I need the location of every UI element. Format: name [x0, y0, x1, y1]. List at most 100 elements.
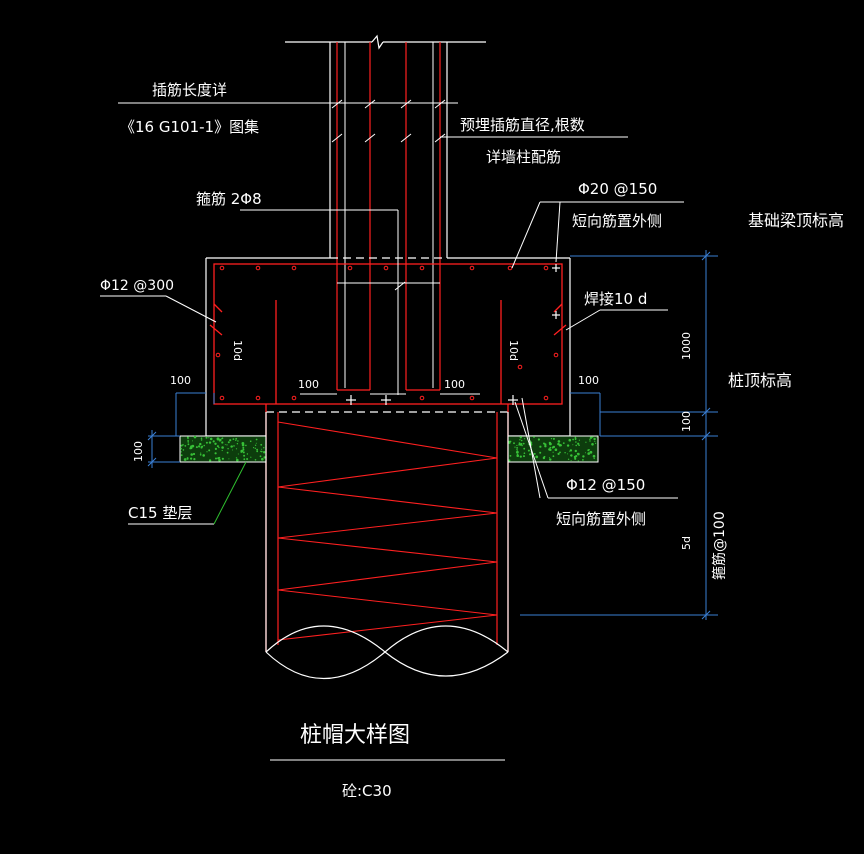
- cushion-speckle: [523, 455, 525, 458]
- cushion-speckle: [261, 450, 263, 453]
- cushion-speckle: [535, 455, 539, 459]
- leaders-white: [100, 102, 684, 761]
- cushion-speckle: [574, 457, 577, 460]
- cushion-speckle: [539, 445, 542, 448]
- drawing-subtitle: 砼:C30: [342, 782, 392, 800]
- cushion-speckle: [221, 457, 224, 460]
- cushion-speckle: [537, 438, 541, 441]
- cushion-speckle: [201, 445, 204, 448]
- cushion-speckle: [577, 442, 580, 445]
- cushion-speckle: [242, 451, 245, 454]
- label-bottom-bar-2: 短向筋置外侧: [556, 510, 646, 528]
- cushion-speckle: [520, 443, 523, 446]
- dim-cushion-thk: 100: [132, 441, 145, 462]
- cushion-speckle: [516, 454, 519, 458]
- cushion-speckle: [574, 438, 577, 441]
- cushion-speckle: [567, 453, 569, 455]
- dimensions: [147, 250, 718, 620]
- cushion-speckle: [206, 451, 208, 453]
- cushion-speckle: [552, 455, 555, 458]
- cushion-speckle: [235, 457, 238, 459]
- cushion-speckle: [569, 449, 573, 452]
- cushion-speckle: [254, 444, 257, 446]
- cushion-speckle: [190, 453, 193, 456]
- label-beam-top: 基础梁顶标高: [748, 211, 844, 230]
- rebar-dots: [215, 265, 559, 401]
- cushion-speckle: [520, 439, 523, 442]
- cushion-speckle: [221, 437, 223, 440]
- cushion-speckle: [227, 441, 230, 444]
- cushion-speckle: [591, 436, 594, 438]
- cushion-speckle: [218, 458, 221, 462]
- leader-green: [213, 461, 247, 525]
- cushion-speckle: [552, 451, 554, 453]
- cushion-speckle: [240, 449, 244, 453]
- cushion-speckle: [221, 449, 223, 452]
- cushion-speckle: [559, 451, 561, 454]
- label-spiral: 箍筋@100: [711, 511, 728, 580]
- cushion-speckle: [552, 437, 555, 440]
- cushion-speckle: [199, 454, 202, 456]
- cushion-speckle: [543, 455, 546, 458]
- cushion-speckle: [231, 445, 233, 447]
- cushion-speckle: [216, 437, 220, 441]
- cushion-speckle: [575, 441, 577, 443]
- cushion-speckle: [529, 453, 532, 456]
- cushion-speckle: [202, 454, 205, 457]
- cushion-speckle: [568, 450, 570, 452]
- cushion-speckle: [200, 439, 203, 441]
- cushion-speckle: [226, 451, 229, 454]
- cushion-speckle: [208, 441, 212, 444]
- cushion-speckle: [574, 449, 577, 453]
- cushion-speckle: [180, 454, 183, 457]
- cushion-speckle: [578, 444, 580, 447]
- cushion-speckle: [570, 460, 572, 461]
- dim-inner-left: 100: [298, 378, 319, 391]
- cushion-speckle: [575, 444, 577, 447]
- cushion-speckle: [229, 439, 232, 442]
- cushion-speckle: [261, 448, 263, 450]
- cushion-speckle: [513, 442, 515, 445]
- cushion-speckle: [591, 443, 594, 446]
- label-side-bar: Φ12 @300: [100, 278, 174, 294]
- cushion-speckle: [516, 448, 518, 450]
- cushion-layer: [179, 435, 599, 463]
- cushion-speckle: [574, 436, 577, 439]
- pile: [265, 412, 509, 679]
- cross-marks: [346, 264, 560, 405]
- label-stirrup: 箍筋 2Φ8: [196, 190, 262, 208]
- cushion-speckle: [595, 442, 597, 444]
- cushion-speckle: [259, 455, 262, 458]
- cushion-speckle: [568, 438, 572, 442]
- cushion-speckle: [587, 452, 590, 455]
- dim-anchor-left: 10d: [231, 340, 244, 361]
- cushion-speckle: [593, 457, 595, 460]
- cushion-speckle: [226, 444, 228, 446]
- cushion-speckle: [193, 435, 197, 439]
- cushion-speckle: [193, 458, 196, 461]
- cushion-speckle: [558, 443, 562, 447]
- cushion-speckle: [533, 436, 535, 438]
- cushion-speckle: [236, 458, 239, 462]
- rebar-ticks: [331, 99, 446, 291]
- cushion-speckle: [235, 448, 238, 450]
- cushion-speckle: [577, 452, 580, 456]
- cushion-speckle: [233, 445, 235, 447]
- cushion-speckle: [255, 438, 258, 441]
- label-weld: 焊接10 d: [584, 290, 647, 308]
- cushion-speckle: [180, 451, 182, 453]
- cushion-speckle: [589, 450, 593, 454]
- dim-pile-zone: 5d: [680, 536, 693, 550]
- cushion-speckle: [249, 440, 252, 443]
- cushion-speckle: [187, 437, 189, 440]
- label-embedded-2: 详墙柱配筋: [486, 148, 561, 166]
- cushion-speckle: [567, 458, 570, 460]
- cushion-speckle: [516, 446, 518, 449]
- dim-embed: 100: [680, 411, 693, 432]
- cushion-speckle: [519, 455, 522, 458]
- cushion-speckle: [205, 441, 208, 444]
- dowel-lines: [337, 42, 440, 388]
- cushion-speckle: [524, 438, 526, 440]
- cushion-speckle: [550, 438, 553, 440]
- cushion-speckle: [585, 452, 586, 454]
